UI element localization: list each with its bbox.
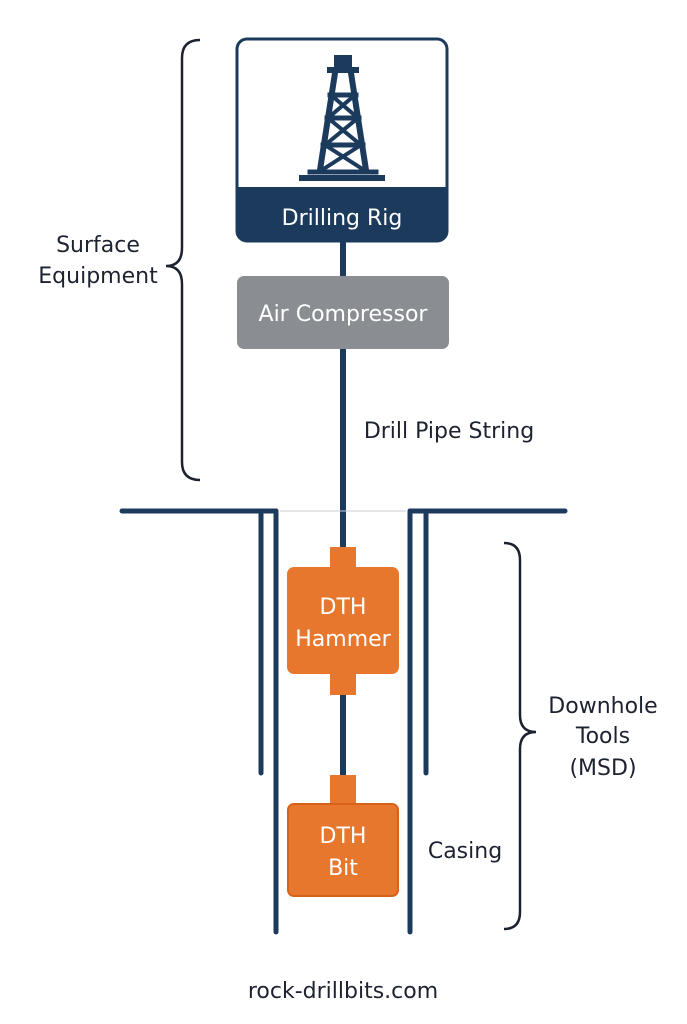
surface-equipment-label: Surface Equipment bbox=[38, 233, 158, 289]
dth-bit: DTH Bit bbox=[287, 775, 399, 897]
downhole-tools-bracket bbox=[503, 541, 537, 931]
ground-and-casing bbox=[119, 508, 568, 935]
source-footer: rock-drillbits.com bbox=[248, 979, 438, 1004]
svg-text:Equipment: Equipment bbox=[38, 264, 158, 289]
svg-text:Bit: Bit bbox=[328, 856, 358, 881]
downhole-tools-label: Downhole Tools (MSD) bbox=[548, 694, 657, 781]
drilling-rig-label: Drilling Rig bbox=[282, 206, 403, 231]
air-compressor-label: Air Compressor bbox=[259, 302, 429, 327]
svg-text:DTH: DTH bbox=[320, 595, 367, 620]
svg-text:Hammer: Hammer bbox=[295, 627, 391, 652]
drill-pipe-string-label: Drill Pipe String bbox=[364, 419, 534, 444]
air-compressor-box: Air Compressor bbox=[237, 276, 449, 349]
svg-text:DTH: DTH bbox=[320, 824, 367, 849]
svg-text:Tools: Tools bbox=[575, 724, 630, 749]
casing-label: Casing bbox=[428, 839, 502, 864]
svg-text:Surface: Surface bbox=[56, 233, 140, 258]
dth-hammer: DTH Hammer bbox=[287, 547, 399, 695]
drilling-rig-box: Drilling Rig bbox=[235, 37, 449, 243]
svg-text:Downhole: Downhole bbox=[548, 694, 657, 719]
surface-equipment-bracket bbox=[165, 38, 201, 482]
svg-text:(MSD): (MSD) bbox=[569, 756, 636, 781]
derrick-icon bbox=[299, 55, 385, 181]
